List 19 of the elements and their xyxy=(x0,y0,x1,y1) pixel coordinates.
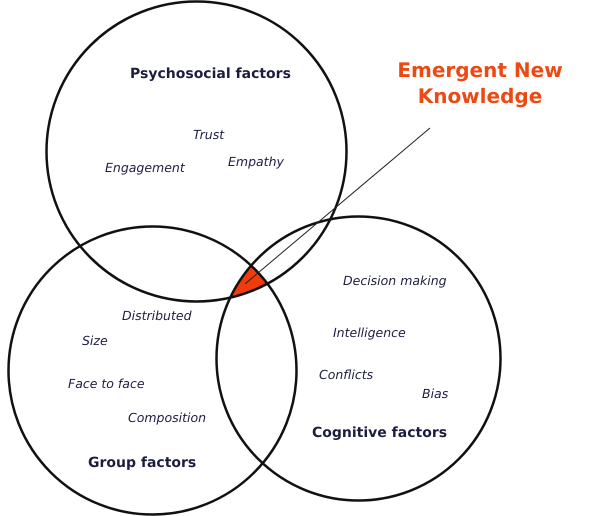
factor-label: Trust xyxy=(193,126,224,144)
circle-heading: Psychosocial factors xyxy=(130,65,291,84)
highlighted-intersection xyxy=(230,265,267,298)
factor-label: Decision making xyxy=(343,272,447,290)
factor-label: Intelligence xyxy=(333,324,406,342)
factor-label: Conflicts xyxy=(319,366,374,384)
factor-label: Size xyxy=(82,332,108,350)
venn-circle xyxy=(6,224,298,516)
factor-label: Empathy xyxy=(228,153,284,171)
leader-line xyxy=(244,128,430,284)
callout-text: Emergent New Knowledge xyxy=(360,57,600,109)
factor-label: Composition xyxy=(128,409,206,427)
circle-heading: Cognitive factors xyxy=(312,424,448,443)
factor-label: Face to face xyxy=(68,375,145,393)
factor-label: Engagement xyxy=(105,159,185,177)
circle-heading: Group factors xyxy=(88,454,196,473)
factor-label: Distributed xyxy=(122,307,192,325)
factor-label: Bias xyxy=(422,385,448,403)
venn-circle xyxy=(214,214,502,502)
